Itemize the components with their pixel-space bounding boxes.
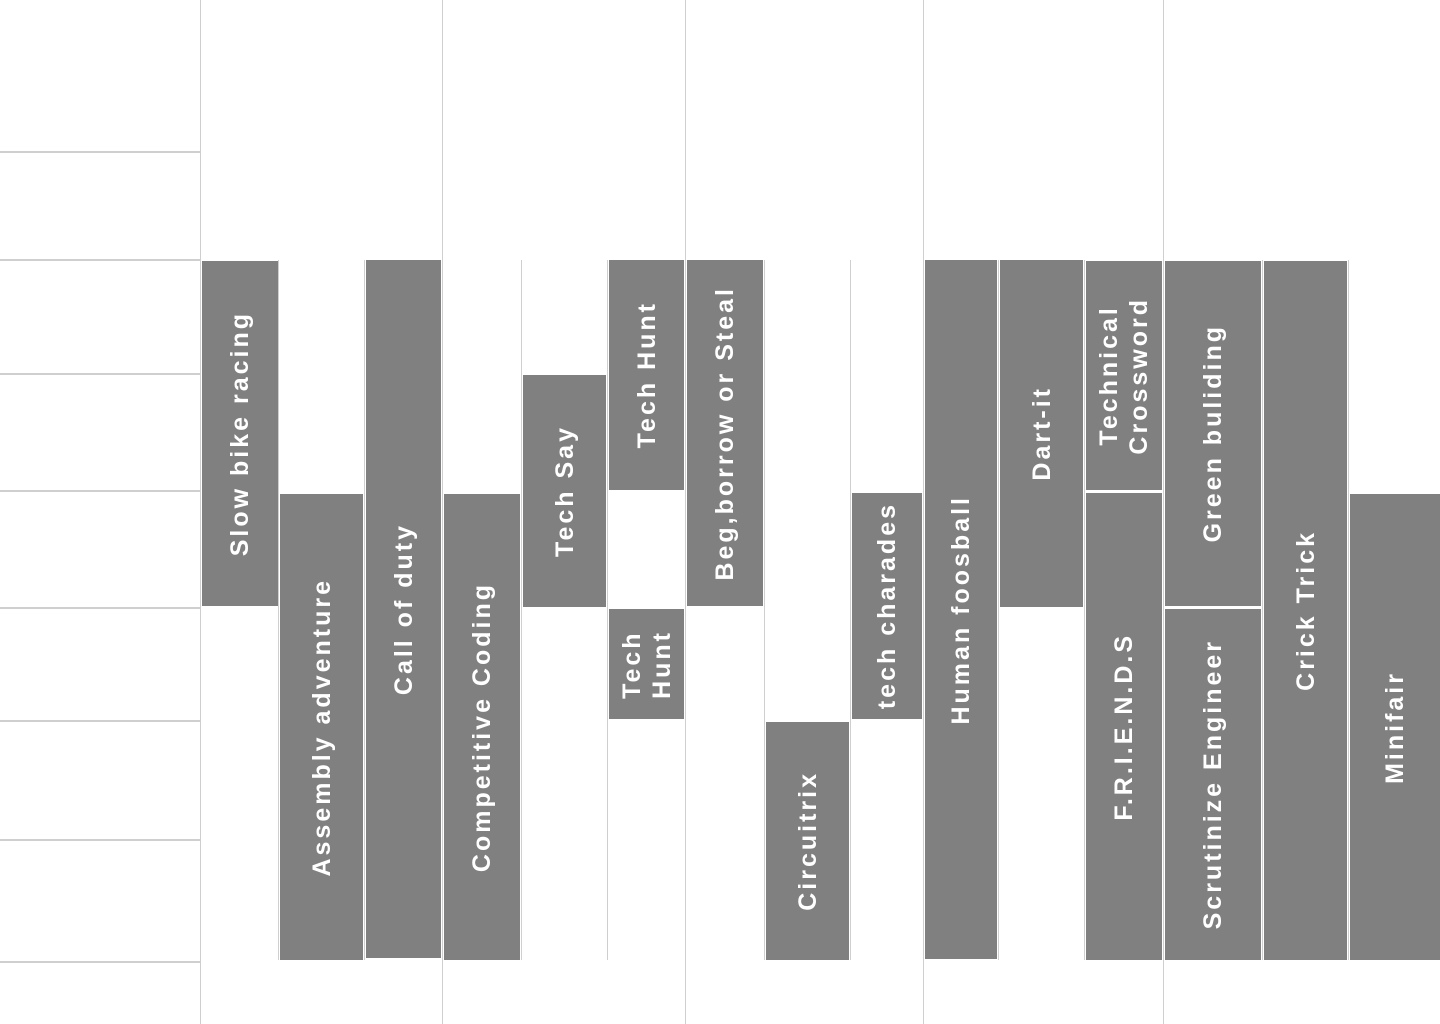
event-label: Technical Crossword: [1095, 296, 1153, 455]
event-label: Call of duty: [389, 522, 418, 696]
subcolumn-divider: [278, 260, 279, 960]
event-competitive-coding[interactable]: Competitive Coding: [444, 494, 520, 960]
event-slow-bike-racing[interactable]: Slow bike racing: [202, 261, 278, 606]
event-label: Competitive Coding: [468, 581, 496, 873]
column-divider: [923, 0, 924, 1024]
event-beg-borrow-or-steal[interactable]: Beg,borrow or Steal: [687, 260, 763, 606]
subcolumn-divider: [764, 260, 765, 960]
subcolumn-divider: [1084, 260, 1085, 960]
event-label: Assembly adventure: [307, 577, 336, 877]
subcolumn-divider: [1262, 260, 1263, 960]
event-label: Tech Say: [550, 425, 579, 557]
event-label: Dart-it: [1027, 386, 1056, 481]
event-dart-it[interactable]: Dart-it: [1000, 260, 1083, 607]
subcolumn-divider: [607, 260, 608, 960]
event-label: Circuitrix: [793, 771, 822, 911]
time-row-divider: [0, 720, 200, 722]
column-divider: [200, 0, 201, 1024]
column-divider: [685, 0, 686, 1024]
time-row-divider: [0, 961, 200, 963]
column-divider: [442, 0, 443, 1024]
event-tech-charades[interactable]: tech charades: [852, 493, 922, 719]
event-assembly-adventure[interactable]: Assembly adventure: [280, 494, 363, 960]
event-tech-say[interactable]: Tech Say: [523, 375, 606, 607]
event-minifair[interactable]: Minifair: [1350, 494, 1440, 960]
event-label: Tech Hunt: [617, 629, 676, 699]
event-label: Scrutinize Engineer: [1199, 639, 1227, 930]
event-circuitrix[interactable]: Circuitrix: [766, 722, 849, 960]
event-label: Slow bike racing: [226, 310, 254, 557]
subcolumn-divider: [521, 260, 522, 960]
event-technical-crossword[interactable]: Technical Crossword: [1086, 261, 1162, 490]
event-label: F.R.I.E.N.D.S: [1110, 632, 1138, 821]
event-call-of-duty[interactable]: Call of duty: [366, 260, 441, 958]
time-row-divider: [0, 490, 200, 492]
column-divider: [1163, 0, 1164, 1024]
event-scrutinize-engineer[interactable]: Scrutinize Engineer: [1165, 609, 1261, 960]
event-green-building[interactable]: Green buliding: [1165, 261, 1261, 606]
event-label: tech charades: [873, 502, 901, 710]
event-label: Human foosball: [947, 494, 975, 725]
subcolumn-divider: [364, 260, 365, 960]
event-label: Tech Hunt: [632, 301, 661, 449]
event-label: Minifair: [1381, 670, 1409, 784]
event-label: Crick Trick: [1291, 530, 1320, 691]
event-crick-trick[interactable]: Crick Trick: [1264, 261, 1347, 960]
time-row-divider: [0, 151, 200, 153]
event-tech-hunt[interactable]: Tech Hunt: [609, 609, 684, 719]
time-row-divider: [0, 259, 200, 261]
subcolumn-divider: [1348, 260, 1349, 960]
time-row-divider: [0, 607, 200, 609]
time-row-divider: [0, 373, 200, 375]
event-label: Beg,borrow or Steal: [711, 285, 739, 581]
event-friends[interactable]: F.R.I.E.N.D.S: [1086, 493, 1162, 960]
event-label: Green buliding: [1199, 324, 1227, 543]
event-human-foosball[interactable]: Human foosball: [925, 260, 997, 959]
subcolumn-divider: [850, 260, 851, 960]
subcolumn-divider: [998, 260, 999, 960]
event-tech-hunt[interactable]: Tech Hunt: [609, 260, 684, 490]
time-row-divider: [0, 839, 200, 841]
